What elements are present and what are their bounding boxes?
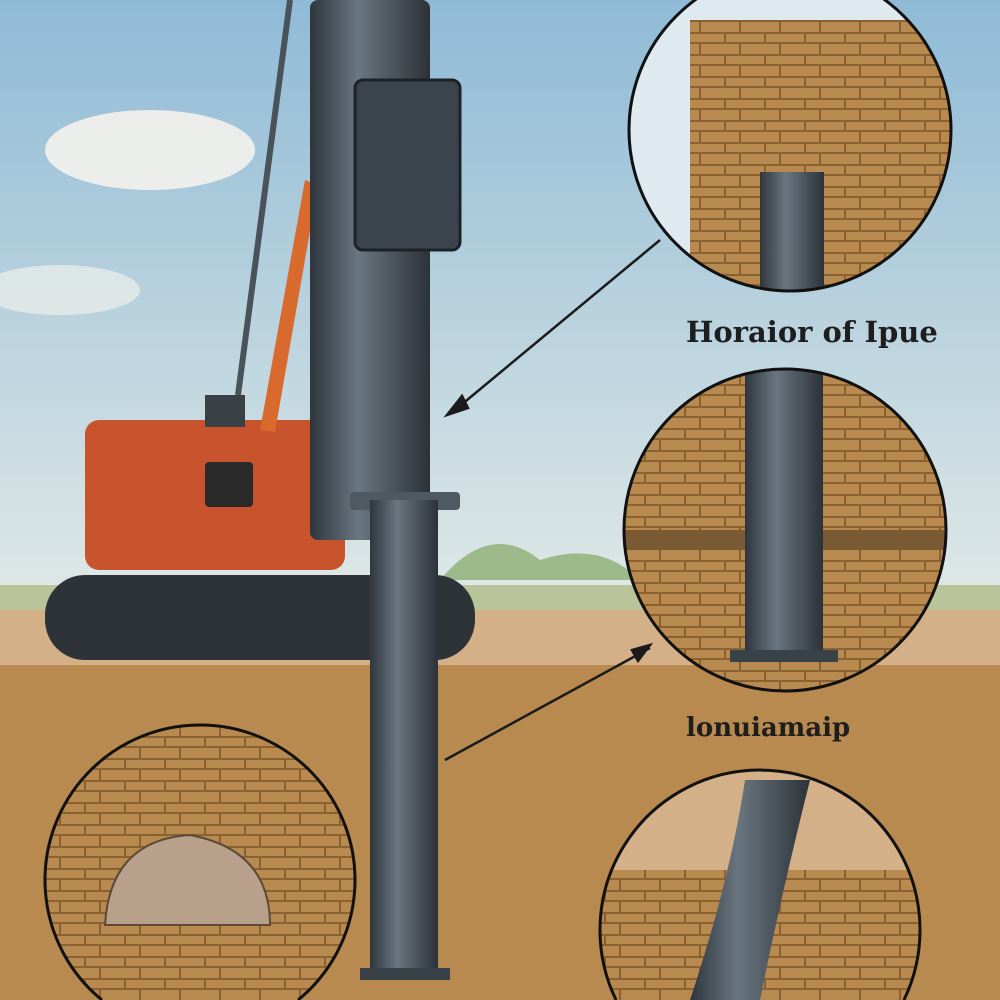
detail-circle-boulder [43, 723, 357, 1000]
middle-annotation-label: lonuiamaip [686, 713, 851, 743]
pile [370, 500, 438, 980]
cloud [0, 265, 140, 315]
cloud [45, 110, 255, 190]
top-annotation-label: Horaior of Ipue [686, 315, 938, 349]
cab-window [205, 462, 253, 507]
detail-circle-top [627, 0, 953, 293]
detail-circle-middle [622, 367, 948, 693]
pile-driver-leader [310, 0, 462, 980]
hammer [353, 78, 462, 252]
boom-cable [235, 0, 293, 396]
boom [260, 180, 318, 432]
boulder [103, 833, 272, 926]
arrows [443, 239, 661, 762]
excavator [45, 0, 475, 660]
trees [440, 544, 640, 580]
